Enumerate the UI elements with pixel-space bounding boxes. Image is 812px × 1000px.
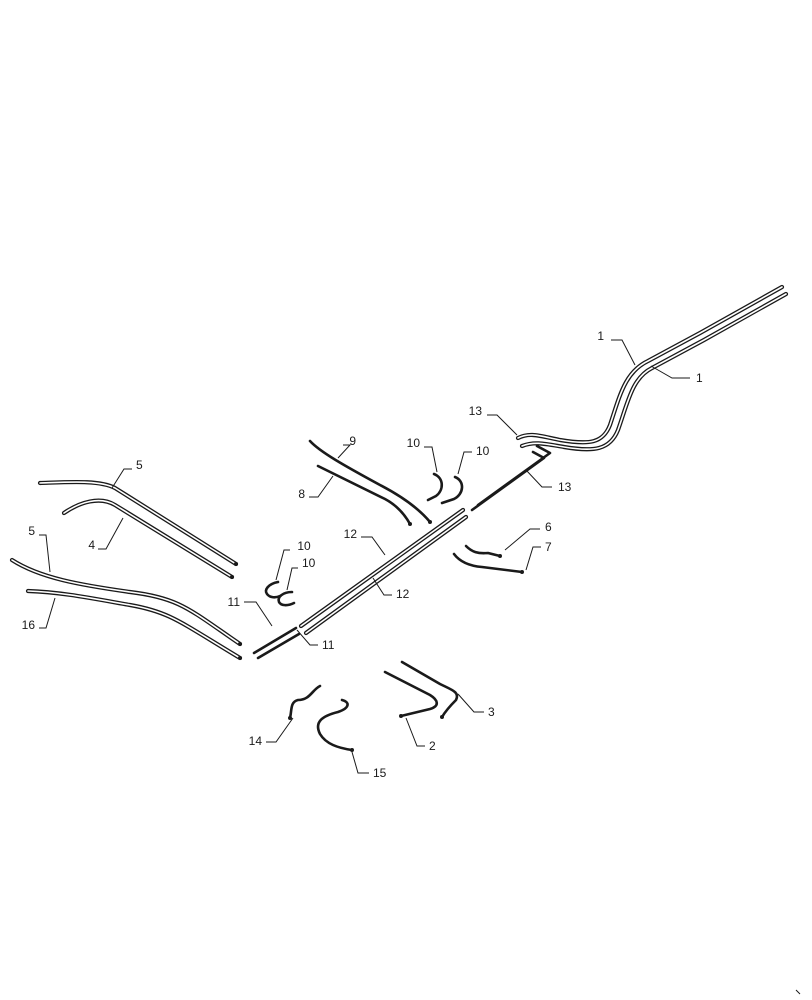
leader-lines xyxy=(39,339,690,774)
callout-9: 9 xyxy=(349,434,356,448)
callout-4: 4 xyxy=(88,538,95,552)
callout-5a: 5 xyxy=(136,458,143,472)
callout-8: 8 xyxy=(298,487,305,501)
callout-1b: 1 xyxy=(696,371,703,385)
tube-3 xyxy=(400,660,459,719)
callout-2: 2 xyxy=(429,739,436,753)
callout-labels: 1 1 13 13 10 10 10 10 9 8 5 5 4 16 12 12… xyxy=(22,329,703,780)
callout-6: 6 xyxy=(545,520,552,534)
tube-12 xyxy=(298,507,469,636)
callout-13b: 13 xyxy=(558,480,572,494)
tube-4 xyxy=(61,498,235,580)
tube-9 xyxy=(308,439,432,524)
callout-13a: 13 xyxy=(469,404,483,418)
callout-10c: 10 xyxy=(297,539,311,553)
callout-12a: 12 xyxy=(344,527,358,541)
tube-5-upper xyxy=(37,479,239,567)
tube-1 xyxy=(515,284,789,452)
callout-10a: 10 xyxy=(407,436,421,450)
callout-11a: 11 xyxy=(228,595,241,609)
tube-5-lower xyxy=(9,557,243,647)
callout-15: 15 xyxy=(373,766,387,780)
callout-12b: 12 xyxy=(396,587,410,601)
tube-15 xyxy=(316,698,354,752)
end-fittings xyxy=(230,520,524,752)
callout-1a: 1 xyxy=(597,329,604,343)
clip-10-lower xyxy=(264,580,296,607)
tube-14 xyxy=(288,684,322,720)
tube-16 xyxy=(25,588,243,661)
tube-2 xyxy=(383,670,439,718)
callout-14: 14 xyxy=(249,734,263,748)
callout-10b: 10 xyxy=(476,444,490,458)
tube-7 xyxy=(452,552,524,574)
callout-11b: 11 xyxy=(322,638,335,652)
tube-6 xyxy=(464,544,502,558)
callout-5b: 5 xyxy=(28,524,35,538)
corner-mark xyxy=(795,989,801,995)
callout-7: 7 xyxy=(545,540,552,554)
callout-16: 16 xyxy=(22,618,36,632)
tube-13 xyxy=(470,444,552,512)
clip-10-upper xyxy=(426,472,464,505)
callout-3: 3 xyxy=(488,705,495,719)
tube-8 xyxy=(316,464,412,526)
callout-10d: 10 xyxy=(302,556,316,570)
tube-11 xyxy=(252,626,301,660)
